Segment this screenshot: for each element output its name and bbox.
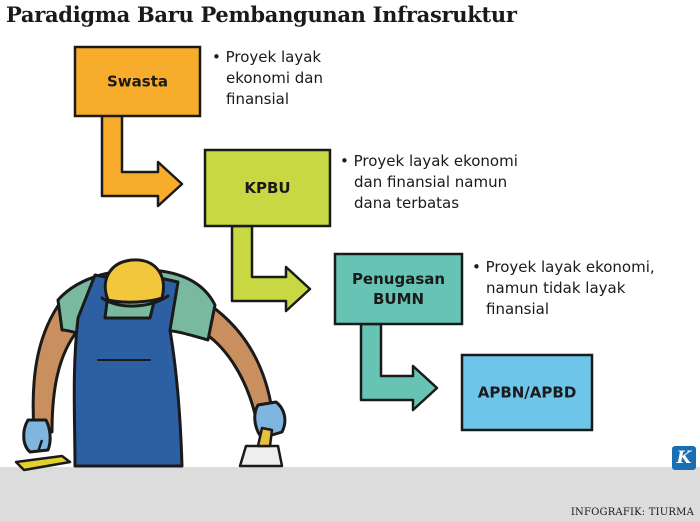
scraper-icon	[238, 426, 284, 468]
note-line: • Proyek layak	[212, 48, 321, 66]
note-line: dana terbatas	[354, 194, 459, 212]
page-title: Paradigma Baru Pembangunan Infrasruktur	[6, 2, 517, 27]
flow-box-label: Swasta	[107, 73, 168, 91]
flow-box-3	[333, 252, 464, 326]
note-line: dan finansial namun	[354, 173, 507, 191]
note-line: finansial	[486, 300, 549, 318]
note-line: namun tidak layak	[486, 279, 626, 297]
trowel-icon	[14, 439, 72, 472]
flow-box-4	[460, 353, 594, 432]
arrow-swasta-to-kpbu	[100, 113, 184, 208]
note-line: ekonomi dan	[226, 69, 323, 87]
flow-box-label: APBN/APBD	[478, 384, 577, 402]
floor	[0, 467, 700, 522]
note-line: • Proyek layak ekonomi	[340, 152, 518, 170]
credit-text: INFOGRAFIK: TIURMA	[570, 507, 694, 518]
note-line: finansial	[226, 90, 289, 108]
logo-letter: K	[676, 447, 692, 468]
flow-box-label: BUMN	[373, 290, 424, 308]
arrow-penugasan-to-apbn	[359, 322, 439, 412]
flow-box-1	[73, 45, 202, 118]
flow-box-label: Penugasan	[352, 270, 445, 288]
flow-box-label: KPBU	[244, 179, 290, 197]
note-line: • Proyek layak ekonomi,	[472, 258, 655, 276]
worker-illustration	[22, 258, 287, 468]
flow-box-2	[203, 148, 332, 228]
arrow-kpbu-to-penugasan	[230, 224, 312, 313]
kompas-logo: K	[672, 446, 696, 470]
